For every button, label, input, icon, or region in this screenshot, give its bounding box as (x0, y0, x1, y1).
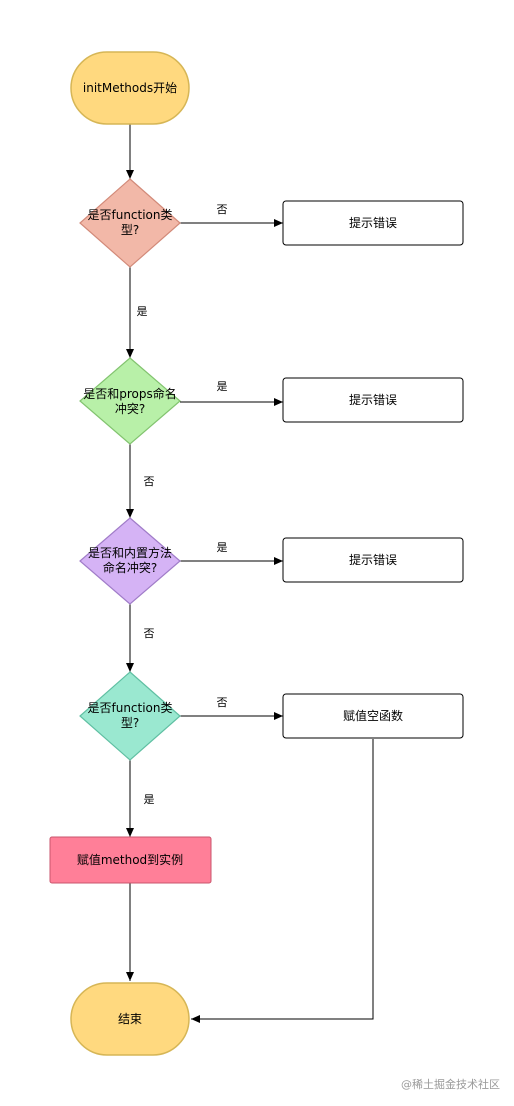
node-start-label: initMethods开始 (83, 81, 177, 95)
node-check-function-1: 是否function类 型? (79, 178, 181, 268)
node-check-builtin-line1: 是否和内置方法 (88, 545, 172, 560)
edge-label-builtin-no: 否 (144, 627, 155, 640)
node-error-2-label: 提示错误 (349, 392, 397, 407)
node-error-1-label: 提示错误 (349, 215, 397, 230)
edge-label-builtin-yes: 是 (217, 541, 228, 554)
node-check-props: 是否和props命名 冲突? (79, 357, 181, 445)
edge-label-props-yes: 是 (217, 380, 228, 393)
edge-label-function-1-no: 否 (217, 203, 228, 216)
node-error-1: 提示错误 (282, 200, 464, 246)
node-check-function-1-line1: 是否function类 (87, 208, 172, 222)
node-assign-method: 赋值method到实例 (49, 836, 212, 884)
node-check-builtin: 是否和内置方法 命名冲突? (79, 517, 181, 605)
edge-label-props-no: 否 (144, 475, 155, 488)
node-start: initMethods开始 (70, 51, 190, 125)
node-error-3-label: 提示错误 (349, 552, 397, 567)
node-check-function-2-line1: 是否function类 (87, 701, 172, 715)
node-assign-empty: 赋值空函数 (282, 693, 464, 739)
node-check-function-1-line2: 型? (121, 223, 139, 237)
edge-label-function-2-yes: 是 (144, 793, 155, 806)
edge-assign-empty-to-end (191, 739, 374, 1023)
node-assign-empty-label: 赋值空函数 (343, 708, 403, 723)
node-error-2: 提示错误 (282, 377, 464, 423)
node-error-3: 提示错误 (282, 537, 464, 583)
edge-labels: 否 是 是 否 是 否 否 是 (137, 203, 228, 806)
node-check-function-2: 是否function类 型? (79, 671, 181, 761)
node-assign-method-label: 赋值method到实例 (77, 852, 183, 867)
node-end-label: 结束 (118, 1012, 142, 1026)
node-check-props-line2: 冲突? (115, 401, 145, 416)
edges (126, 124, 374, 1023)
node-end: 结束 (70, 982, 190, 1056)
edge-label-function-1-yes: 是 (137, 305, 148, 318)
watermark: @稀土掘金技术社区 (401, 1077, 500, 1091)
node-check-builtin-line2: 命名冲突? (103, 560, 157, 575)
node-check-function-2-line2: 型? (121, 716, 139, 730)
edge-label-function-2-no: 否 (217, 696, 228, 709)
node-check-props-line1: 是否和props命名 (83, 386, 177, 401)
